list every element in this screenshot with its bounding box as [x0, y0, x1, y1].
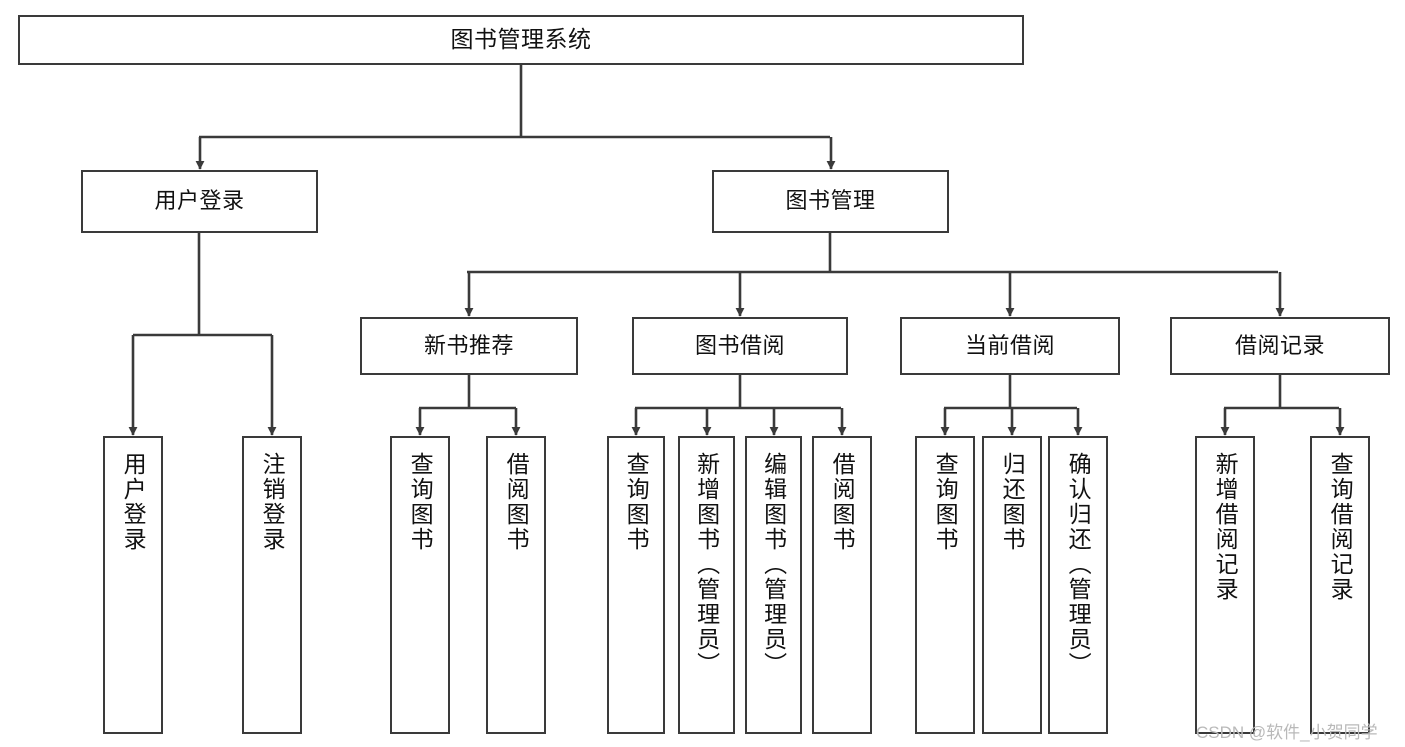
node-book-borrow-label: 图书借阅	[694, 332, 785, 358]
node-leaf-query-record[interactable]: 查询借阅记录	[1310, 436, 1370, 734]
node-root[interactable]: 图书管理系统	[18, 15, 1024, 65]
node-borrow-record-label: 借阅记录	[1234, 332, 1325, 358]
node-leaf-borrow-book-1[interactable]: 借阅图书	[486, 436, 546, 734]
node-new-book-recommend-label: 新书推荐	[423, 332, 514, 358]
node-user-login-label: 用户登录	[154, 188, 245, 214]
node-leaf-add-book[interactable]: 新增图书（管理员）	[678, 436, 735, 734]
node-leaf-query-book-3-label: 查询图书	[932, 452, 959, 552]
node-leaf-edit-book[interactable]: 编辑图书（管理员）	[745, 436, 802, 734]
watermark: CSDN @软件_小贺同学	[1196, 723, 1378, 742]
node-leaf-user-logout[interactable]: 注销登录	[242, 436, 302, 734]
node-leaf-query-book-2[interactable]: 查询图书	[607, 436, 665, 734]
node-book-manage[interactable]: 图书管理	[712, 170, 949, 233]
node-leaf-query-record-label: 查询借阅记录	[1327, 452, 1354, 602]
node-leaf-user-login-label: 用户登录	[120, 452, 147, 552]
node-leaf-add-record[interactable]: 新增借阅记录	[1195, 436, 1255, 734]
node-book-borrow[interactable]: 图书借阅	[632, 317, 848, 375]
node-leaf-user-logout-label: 注销登录	[259, 452, 286, 552]
node-root-label: 图书管理系统	[450, 26, 592, 53]
node-leaf-return-book-label: 归还图书	[999, 452, 1026, 552]
node-leaf-return-book[interactable]: 归还图书	[982, 436, 1042, 734]
node-user-login[interactable]: 用户登录	[81, 170, 318, 233]
node-leaf-add-book-label: 新增图书（管理员）	[693, 452, 720, 677]
node-leaf-user-login[interactable]: 用户登录	[103, 436, 163, 734]
node-leaf-query-book-1-label: 查询图书	[407, 452, 434, 552]
node-leaf-edit-book-label: 编辑图书（管理员）	[760, 452, 787, 677]
node-leaf-add-record-label: 新增借阅记录	[1212, 452, 1239, 602]
node-borrow-record[interactable]: 借阅记录	[1170, 317, 1390, 375]
node-leaf-borrow-book-2-label: 借阅图书	[829, 452, 856, 552]
node-new-book-recommend[interactable]: 新书推荐	[360, 317, 578, 375]
node-leaf-borrow-book-1-label: 借阅图书	[503, 452, 530, 552]
node-leaf-confirm-return[interactable]: 确认归还（管理员）	[1048, 436, 1108, 734]
node-current-borrow-label: 当前借阅	[964, 332, 1055, 358]
node-leaf-borrow-book-2[interactable]: 借阅图书	[812, 436, 872, 734]
node-leaf-query-book-1[interactable]: 查询图书	[390, 436, 450, 734]
node-current-borrow[interactable]: 当前借阅	[900, 317, 1120, 375]
node-leaf-query-book-2-label: 查询图书	[623, 452, 650, 552]
node-leaf-confirm-return-label: 确认归还（管理员）	[1065, 452, 1092, 677]
node-book-manage-label: 图书管理	[785, 188, 876, 214]
node-leaf-query-book-3[interactable]: 查询图书	[915, 436, 975, 734]
